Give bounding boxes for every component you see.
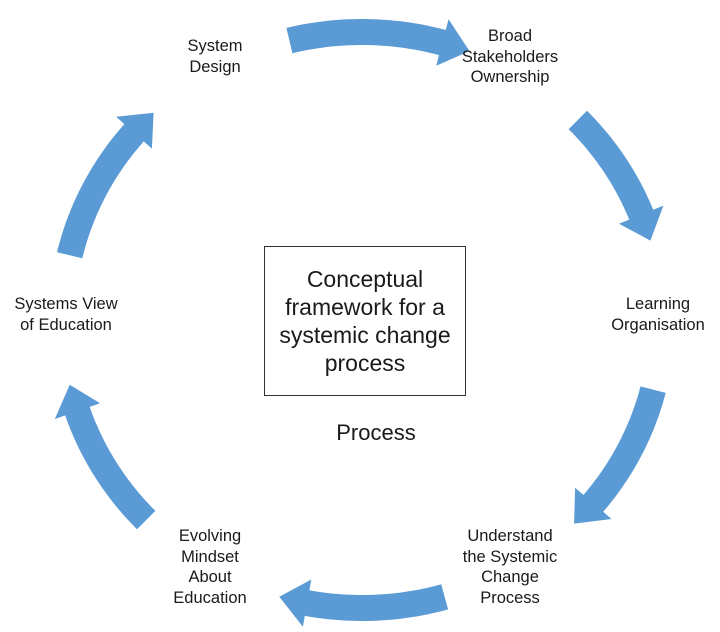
center-title-line: systemic change	[279, 322, 451, 348]
stage-line: Evolving	[178, 527, 242, 545]
cycle-arrow-4	[279, 579, 449, 627]
stage-line: Organisation	[611, 315, 705, 334]
stage-label-learning-organisation: Learning Organisation	[596, 294, 720, 335]
stage-line: Education	[173, 588, 247, 607]
cycle-arrow-3	[574, 386, 666, 524]
stage-line: Mindset	[181, 547, 239, 566]
cycle-arrow-5	[54, 384, 156, 530]
center-title-line: Conceptual	[306, 266, 424, 292]
center-framework-box: Conceptual framework for a systemic chan…	[264, 246, 466, 396]
stage-line: Systems View	[14, 295, 118, 313]
stage-line: Ownership	[470, 68, 550, 86]
stage-line: Process	[480, 588, 540, 607]
center-title-line: framework for a	[285, 294, 445, 320]
stage-line: Broad	[487, 27, 533, 45]
stage-label-evolving-mindset-about-education: Evolving Mindset About Education	[150, 526, 270, 608]
stage-label-system-design: System Design	[160, 36, 270, 77]
process-label: Process	[336, 420, 416, 445]
stage-line: Understand	[467, 527, 553, 545]
cycle-arrow-6	[57, 112, 154, 259]
stage-line: the Systemic	[462, 547, 558, 566]
stage-line: System	[187, 37, 243, 55]
center-title-line: process	[324, 350, 406, 376]
stage-label-systems-view-of-education: Systems View of Education	[0, 294, 132, 335]
stage-line: Stakeholders	[461, 47, 559, 66]
stage-line: About	[188, 568, 232, 586]
cycle-arrow-2	[568, 110, 664, 241]
stage-label-broad-stakeholders-ownership: Broad Stakeholders Ownership	[440, 26, 580, 88]
stage-label-understand-the-systemic-change-process: Understand the Systemic Change Process	[440, 526, 580, 608]
stage-line: of Education	[20, 315, 112, 334]
cycle-arrow-1	[286, 19, 470, 66]
stage-line: Change	[481, 568, 539, 586]
stage-line: Learning	[625, 295, 691, 313]
stage-line: Design	[189, 57, 241, 76]
